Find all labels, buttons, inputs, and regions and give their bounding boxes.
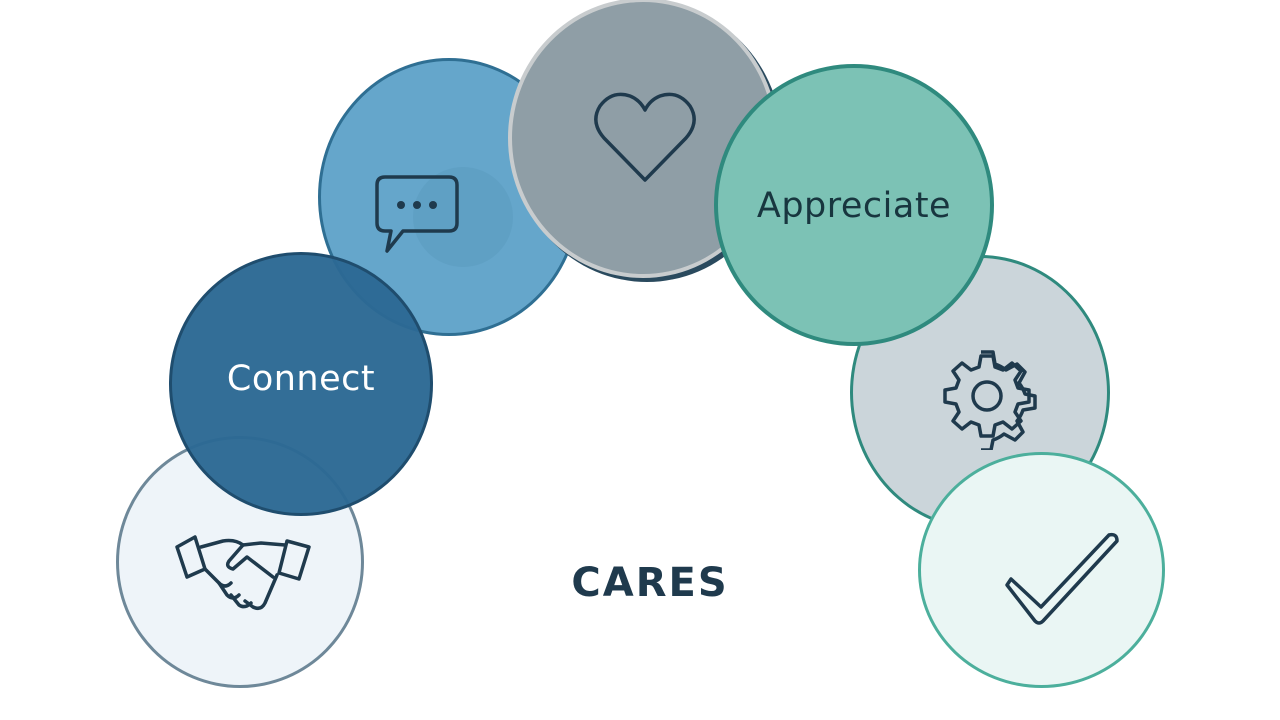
connect-label: Connect: [226, 359, 376, 399]
handshake-icon: [175, 535, 311, 611]
connect-circle: Connect: [169, 252, 433, 516]
check-circle: [918, 452, 1165, 688]
gear-icon: [943, 350, 1037, 450]
appreciate-circle: Appreciate: [714, 64, 994, 346]
chat-shadow: [413, 167, 513, 267]
chat-bubble-icon: [375, 175, 459, 253]
heart-icon: [594, 92, 696, 182]
center-label: CARES: [571, 560, 729, 606]
appreciate-label: Appreciate: [756, 186, 952, 226]
checkmark-icon: [1005, 532, 1119, 625]
